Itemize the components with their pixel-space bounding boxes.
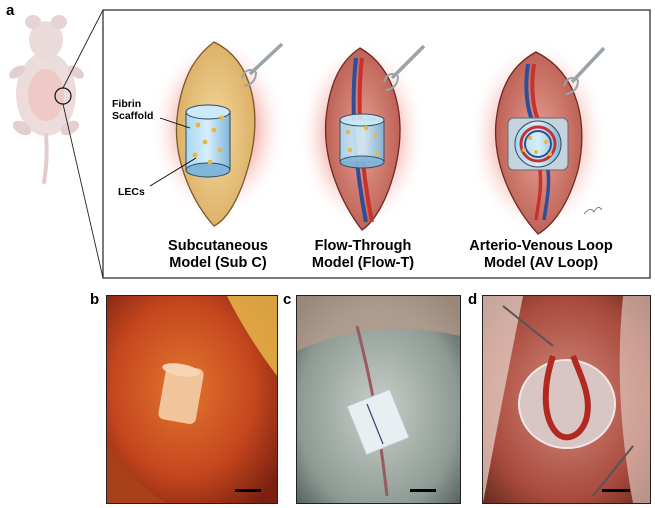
model-label-sub-c-line1: Subcutaneous [168,238,268,254]
panel-letter-c: c [283,291,292,308]
scale-bar-b [235,489,261,492]
model-label-flow-t-line2: Model (Flow-T) [311,255,415,271]
panel-letter-b: b [90,291,100,308]
zoom-line-bottom [62,103,104,279]
scale-bar-d [602,489,630,492]
model-label-av-loop-line2: Model (AV Loop) [483,255,599,271]
fibrin-scaffold-label: Fibrin Scaffold [112,98,153,122]
photo-d-av-loop [482,295,651,504]
model-label-av-loop: Arterio-Venous Loop Model (AV Loop) [452,238,630,272]
zoom-line-top [62,9,104,89]
lecs-label: LECs [118,186,145,198]
panel-letter-d: d [468,291,478,308]
model-label-flow-t: Flow-Through Model (Flow-T) [288,238,438,272]
flow-through-model-drawing [298,40,426,231]
surgical-models-illustration [9,9,651,279]
panel-letter-a: a [6,2,15,19]
photo-c-flow-through [296,295,461,504]
model-label-flow-t-line1: Flow-Through [314,238,412,254]
model-label-sub-c: Subcutaneous Model (Sub C) [140,238,296,272]
model-label-sub-c-line2: Model (Sub C) [169,255,267,271]
fibrin-scaffold-label-line1: Fibrin [112,98,142,110]
av-loop-model-drawing [468,40,608,236]
model-label-av-loop-line1: Arterio-Venous Loop [469,238,613,254]
scale-bar-c [410,489,436,492]
fibrin-scaffold-label-line2: Scaffold [112,110,154,122]
photo-b-subcutaneous [106,295,278,504]
mouse-silhouette [9,15,84,184]
subcutaneous-model-drawing [149,36,286,227]
